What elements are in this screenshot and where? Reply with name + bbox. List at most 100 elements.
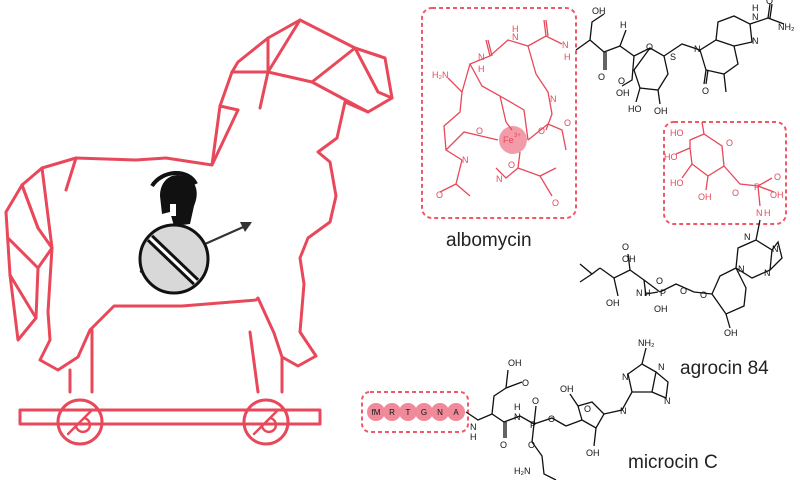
agrocin-ho3-label: HO [670, 178, 684, 188]
peptide-residue-label: R [389, 408, 395, 417]
albomycin-amide-n1-label: N [478, 52, 485, 62]
microcin-acid-o-label: O [522, 378, 529, 388]
peptide-residue-circle [383, 403, 401, 421]
microcin-oh-a-label: OH [586, 448, 600, 458]
peptide-residue-label: fM [372, 408, 381, 417]
agrocin-link2-o-label: O [680, 286, 687, 296]
peptide-residue-circle [431, 403, 449, 421]
albomycin-o6-label: O [564, 118, 571, 128]
spartan-helmet-icon [150, 171, 198, 226]
agrocin-p2-label: P [660, 288, 666, 298]
agrocin-po-label: O [774, 172, 781, 182]
peptide-residue: T [399, 403, 417, 421]
microcin-c-caption: microcin C [628, 452, 718, 473]
agrocin-link-o-label: O [732, 188, 739, 198]
albomycin-n-amide-label: N [752, 12, 759, 22]
agrocin-p2-oh-label: OH [654, 304, 668, 314]
agrocin-n-amide-label: N [636, 288, 643, 298]
albomycin-oh-label: OH [654, 106, 668, 116]
albomycin-n-cyt1-label: N [694, 44, 701, 54]
albomycin-o-urea-label: O [766, 0, 773, 6]
albomycin-amide-n2-label: N [512, 32, 519, 42]
peptide-residue: A [447, 403, 465, 421]
agrocin-oh-b-label: OH [622, 254, 636, 264]
albomycin-carbonyl-o-label: O [598, 72, 605, 82]
microcin-n1-ring-label: N [620, 406, 627, 416]
agrocin-n4-label: N [764, 268, 771, 278]
agrocin-n2-label: N [772, 244, 779, 254]
microcin-acid-oh-label: OH [508, 358, 522, 368]
peptide-residue: R [383, 403, 401, 421]
microcin-n3-ring-label: N [658, 362, 665, 372]
albomycin-o4-label: O [436, 190, 443, 200]
trojan-horse-icon [4, 18, 394, 446]
agrocin-nh-h-label: H [764, 208, 771, 218]
microcin-p-o-label: O [532, 396, 539, 406]
agrocin-84-caption: agrocin 84 [680, 358, 769, 379]
agrocin-ho1-label: HO [670, 128, 684, 138]
agrocin-ribose-o-label: O [700, 290, 707, 300]
albomycin-ring-o-label: O [646, 42, 653, 52]
microcin-ribose-o-label: O [584, 404, 591, 414]
agrocin-p-label: P [754, 182, 760, 192]
albomycin-caption: albomycin [446, 230, 532, 251]
albomycin-nh2-urea-label: NH₂ [778, 22, 795, 32]
microcin-nh2-label: NH₂ [638, 338, 655, 348]
albomycin-cooh-oh-label: OH [616, 88, 630, 98]
albomycin-ho-label: HO [628, 104, 642, 114]
albomycin-fe-label: Fe [503, 135, 514, 145]
albomycin-s-label: S [670, 52, 676, 62]
agrocin-p2-o-label: O [656, 276, 663, 286]
peptide-residue-circle [399, 403, 417, 421]
agrocin-oh-a-label: OH [606, 298, 620, 308]
peptide-residue: G [415, 403, 433, 421]
microcin-link-o-label: O [548, 414, 555, 424]
agrocin-poh-label: OH [770, 190, 784, 200]
albomycin-n-bottom-label: N [496, 174, 503, 184]
iron-center-highlight [499, 126, 527, 154]
agrocin-n3-label: N [738, 264, 745, 274]
peptide-residue-circle [415, 403, 433, 421]
albomycin-h-amide-label: H [752, 3, 759, 13]
agrocin-nh-label: N [756, 208, 763, 218]
agrocin-ribose-oh-label: OH [724, 328, 738, 338]
agrocin-h-amide-label: H [644, 288, 651, 298]
agrocin-84-structure: HO HO HO OH O O P O OH N H N N N N OH O … [579, 121, 787, 379]
agrocin-ring-o-label: O [726, 138, 733, 148]
albomycin-nh2-label: H₂N [432, 70, 449, 80]
albomycin-o2-label: O [538, 126, 545, 136]
microcin-nh-label: N [514, 412, 521, 422]
albomycin-o3-label: O [508, 160, 515, 170]
microcin-nh-h-label: H [514, 402, 521, 412]
albomycin-cooh-o-label: O [618, 76, 625, 86]
albomycin-structure: H₂N Fe 3+ N N N O O O O O O N H N H N H … [421, 0, 795, 251]
agrocin-carbonyl-o-label: O [622, 242, 629, 252]
shield-icon [138, 223, 210, 295]
albomycin-n-right-label: N [550, 94, 557, 104]
peptide-residue: N [431, 403, 449, 421]
albomycin-amide-h2-label: H [512, 24, 519, 34]
albomycin-o5-label: O [552, 198, 559, 208]
agrocin-n1-label: N [744, 232, 751, 242]
microcin-n1-label: N [470, 422, 477, 432]
agrocin-ho2-label: HO [664, 152, 678, 162]
albomycin-amide-n3-label: N [562, 40, 569, 50]
peptide-residue-label: G [421, 408, 427, 417]
albomycin-fe-charge-label: 3+ [514, 133, 521, 139]
microcin-h2n-label: H₂N [514, 466, 531, 476]
albomycin-siderophore-box [421, 7, 577, 219]
peptide-residue-label: T [406, 408, 411, 417]
microcin-peptide-box [361, 391, 469, 433]
peptide-residue-label: A [453, 408, 459, 417]
agrocin-sugar-box [663, 121, 787, 225]
peptide-residue-circle [447, 403, 465, 421]
microcin-oh-b-label: OH [560, 384, 574, 394]
albomycin-o-cyt-label: O [702, 86, 709, 96]
microcin-n4-ring-label: N [664, 396, 671, 406]
microcin-chain-o-label: O [528, 440, 535, 450]
microcin-o1-label: O [500, 440, 507, 450]
albomycin-n-left-label: N [462, 155, 469, 165]
peptide-residue: fM [367, 403, 385, 421]
